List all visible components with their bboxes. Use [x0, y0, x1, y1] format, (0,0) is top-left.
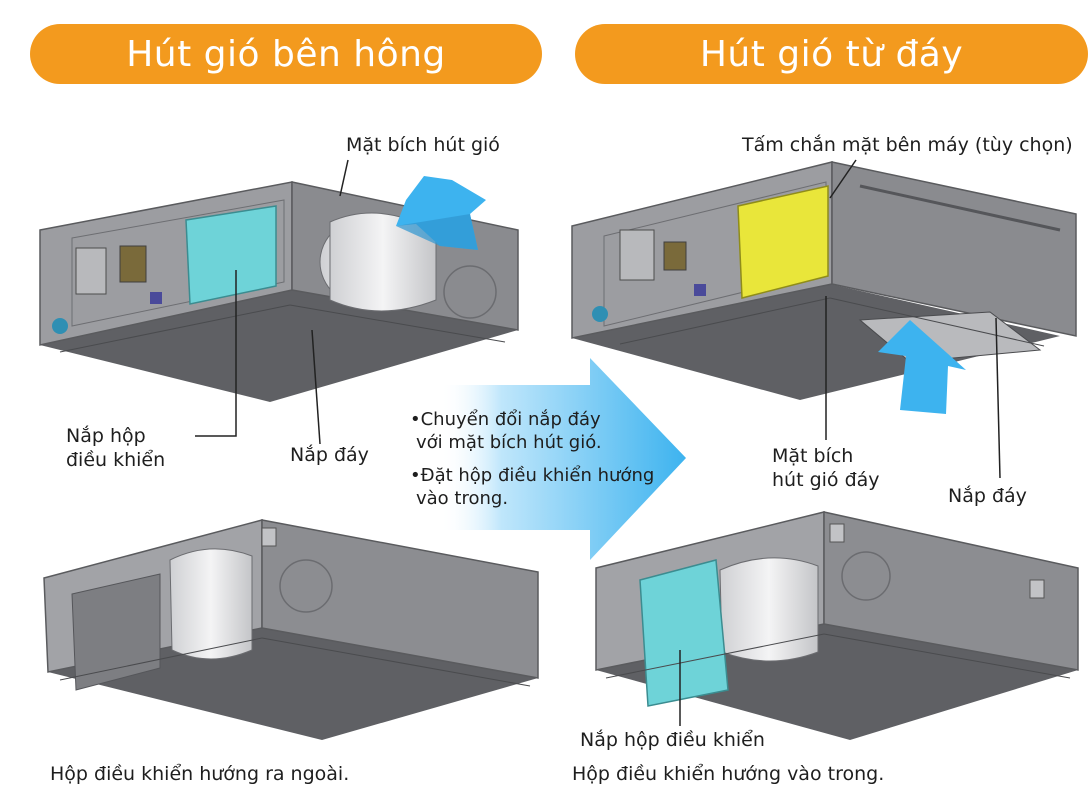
label-control-box-cover-line1: Nắp hộp — [66, 425, 146, 447]
label-control-box-cover-bottom: Nắp hộp điều khiển — [580, 729, 765, 751]
label-bottom-flange-line2: hút gió đáy — [772, 469, 880, 491]
bullet-1-line2: với mặt bích hút gió. — [416, 432, 602, 453]
label-bottom-flange-line1: Mặt bích — [772, 445, 854, 467]
label-control-box-cover-line2: điều khiển — [66, 449, 166, 471]
unit-bottom-intake-top — [571, 161, 1077, 400]
label-bottom-cover-left: Nắp đáy — [290, 444, 369, 466]
control-box-cover-cyan — [185, 205, 277, 305]
header-bottom-intake: Hút gió từ đáy — [575, 24, 1088, 84]
unit-side-intake-bottom — [43, 519, 539, 740]
label-side-panel-optional: Tấm chắn mặt bên máy (tùy chọn) — [742, 134, 1073, 156]
bullet-1-line1: •Chuyển đổi nắp đáy — [410, 409, 601, 430]
bullet-2-line2: vào trong. — [416, 488, 509, 509]
bullet-2-line1: •Đặt hộp điều khiển hướng — [410, 465, 655, 486]
bottom-intake-arrow — [878, 320, 966, 414]
control-box-cover-cyan-inward — [639, 559, 729, 707]
label-bottom-cover-right: Nắp đáy — [948, 485, 1027, 507]
unit-side-intake-top — [39, 181, 519, 402]
unit-bottom-intake-bottom — [595, 511, 1079, 740]
label-intake-flange: Mặt bích hút gió — [346, 134, 500, 156]
header-side-intake: Hút gió bên hông — [30, 24, 542, 84]
caption-left: Hộp điều khiển hướng ra ngoài. — [50, 763, 350, 785]
side-panel-yellow — [737, 185, 829, 299]
caption-right: Hộp điều khiển hướng vào trong. — [572, 763, 885, 785]
conversion-arrow — [440, 358, 686, 560]
